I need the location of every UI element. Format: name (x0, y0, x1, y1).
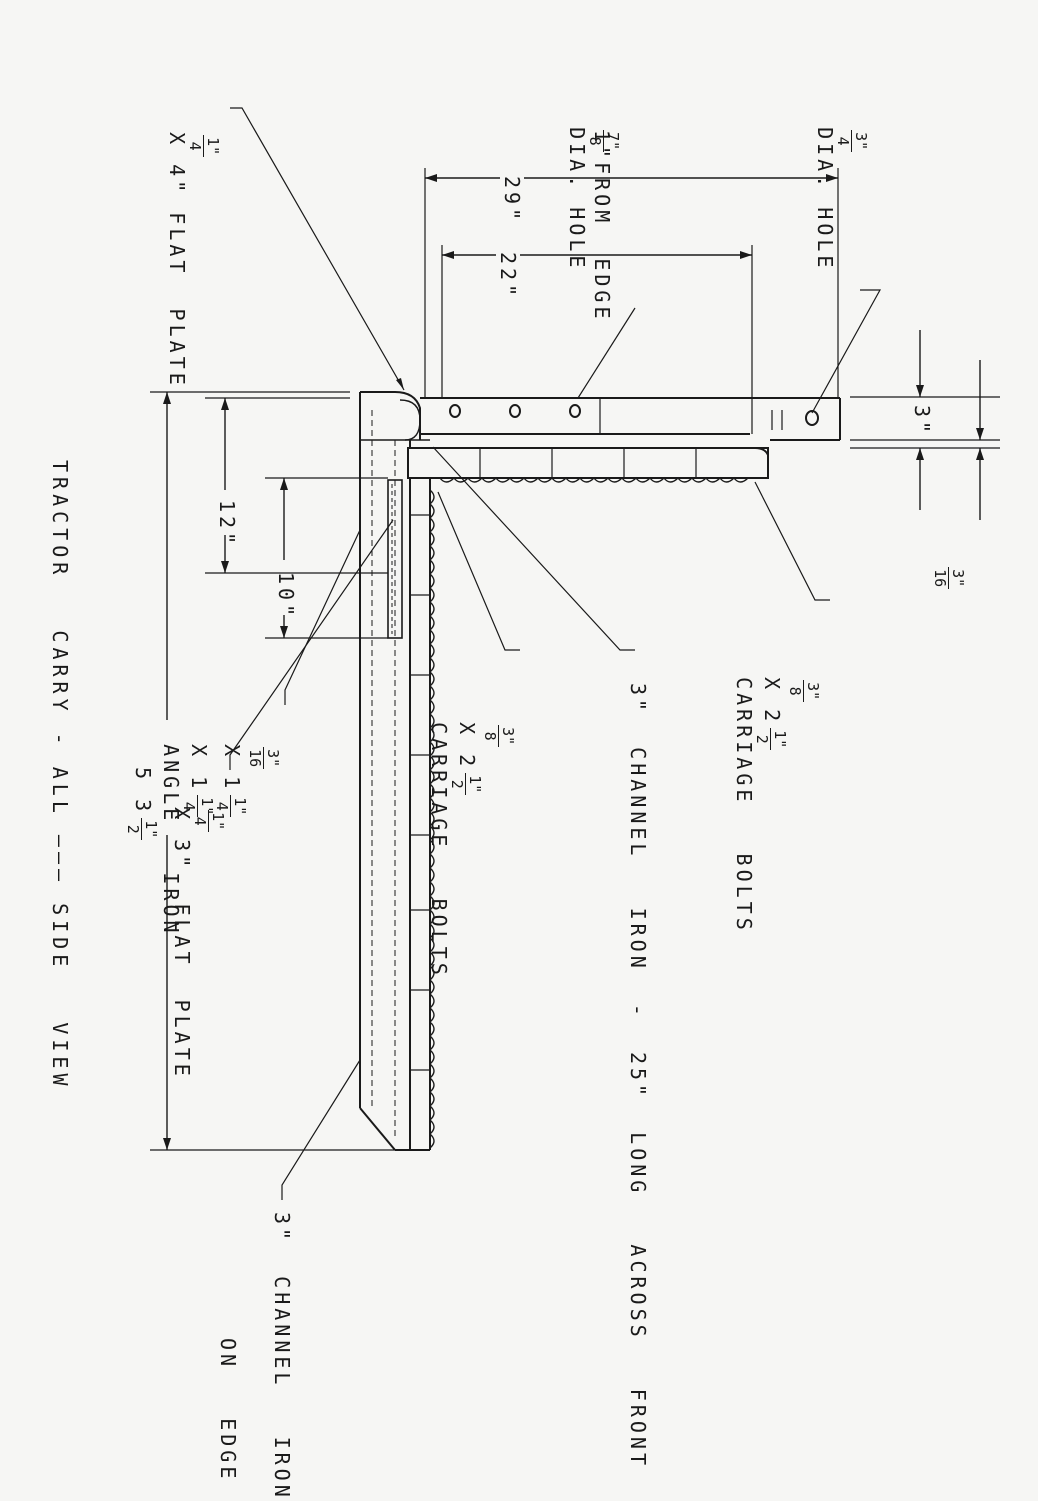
flat-plate-4-label: 1"4 X 4" FLAT PLATE (165, 132, 222, 389)
dim-3: 3" (910, 405, 934, 438)
drawing-title: TRACTOR CARRY - ALL ——— SIDE VIEW (48, 460, 72, 1091)
hole-large-label-line2: 1"FROM EDGE (590, 130, 614, 323)
dim-12: 12" (215, 500, 239, 549)
channel-edge-label-2: ON EDGE (216, 1338, 240, 1483)
dim-3-16: 3"16 (931, 567, 967, 590)
flat-plate-3-label: 1"4 X 3" FLAT PLATE (170, 807, 227, 1080)
dim-22: 22" (496, 246, 520, 307)
hole-small-label: 3"4 DIA. HOLE (813, 127, 870, 272)
channel-edge-label: 3" CHANNEL IRON (270, 1212, 294, 1501)
dim-29: 29" (500, 170, 524, 231)
dim-10: 10" (274, 572, 298, 621)
channel-front-label: 3" CHANNEL IRON - 25" LONG ACROSS FRONT (626, 683, 650, 1470)
